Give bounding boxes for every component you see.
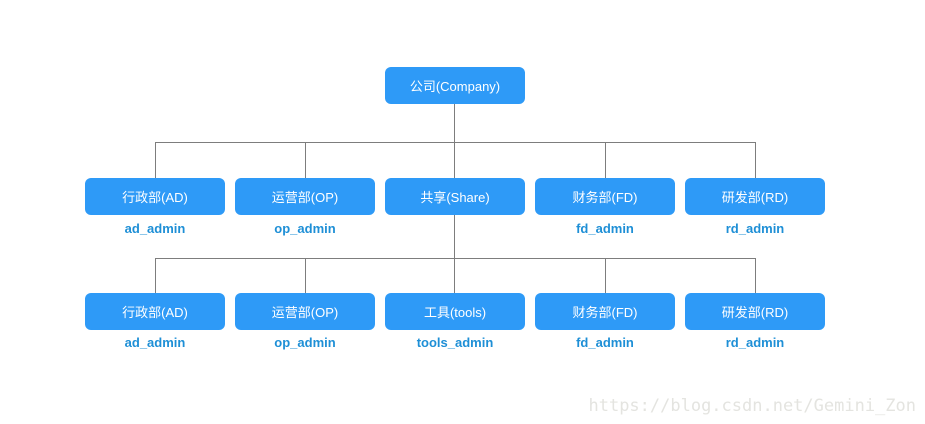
node-l3-tools: 工具(tools) [385, 293, 525, 330]
connector-share-stem [454, 215, 455, 258]
node-l2-rd: 研发部(RD) [685, 178, 825, 215]
node-l3-fd: 财务部(FD) [535, 293, 675, 330]
node-l3-ad: 行政部(AD) [85, 293, 225, 330]
node-l2-fd: 财务部(FD) [535, 178, 675, 215]
connector-drop-l3-1 [155, 258, 156, 293]
connector-drop-l2-5 [755, 142, 756, 178]
connector-drop-l2-4 [605, 142, 606, 178]
admin-label-l2-rd: rd_admin [725, 221, 785, 236]
admin-label-l3-rd: rd_admin [725, 335, 785, 350]
node-company: 公司(Company) [385, 67, 525, 104]
node-l3-op: 运营部(OP) [235, 293, 375, 330]
connector-company-stem [454, 104, 455, 142]
admin-label-l2-ad: ad_admin [124, 221, 186, 236]
admin-label-l3-fd: fd_admin [576, 335, 634, 350]
node-l2-ad: 行政部(AD) [85, 178, 225, 215]
node-l2-share: 共享(Share) [385, 178, 525, 215]
connector-drop-l2-1 [155, 142, 156, 178]
connector-drop-l3-5 [755, 258, 756, 293]
node-l2-op: 运营部(OP) [235, 178, 375, 215]
admin-label-l3-op: op_admin [274, 335, 336, 350]
connector-drop-l2-2 [305, 142, 306, 178]
watermark: https://blog.csdn.net/Gemini_Zon [588, 396, 916, 416]
connector-drop-l3-2 [305, 258, 306, 293]
node-l3-rd: 研发部(RD) [685, 293, 825, 330]
admin-label-l3-tools: tools_admin [416, 335, 494, 350]
connector-drop-l3-4 [605, 258, 606, 293]
connector-drop-l3-3 [454, 258, 455, 293]
connector-level3-rail [155, 258, 756, 259]
connector-drop-l2-3 [454, 142, 455, 178]
admin-label-l2-op: op_admin [274, 221, 336, 236]
admin-label-l3-ad: ad_admin [124, 335, 186, 350]
connector-level2-rail [155, 142, 756, 143]
admin-label-l2-fd: fd_admin [576, 221, 634, 236]
